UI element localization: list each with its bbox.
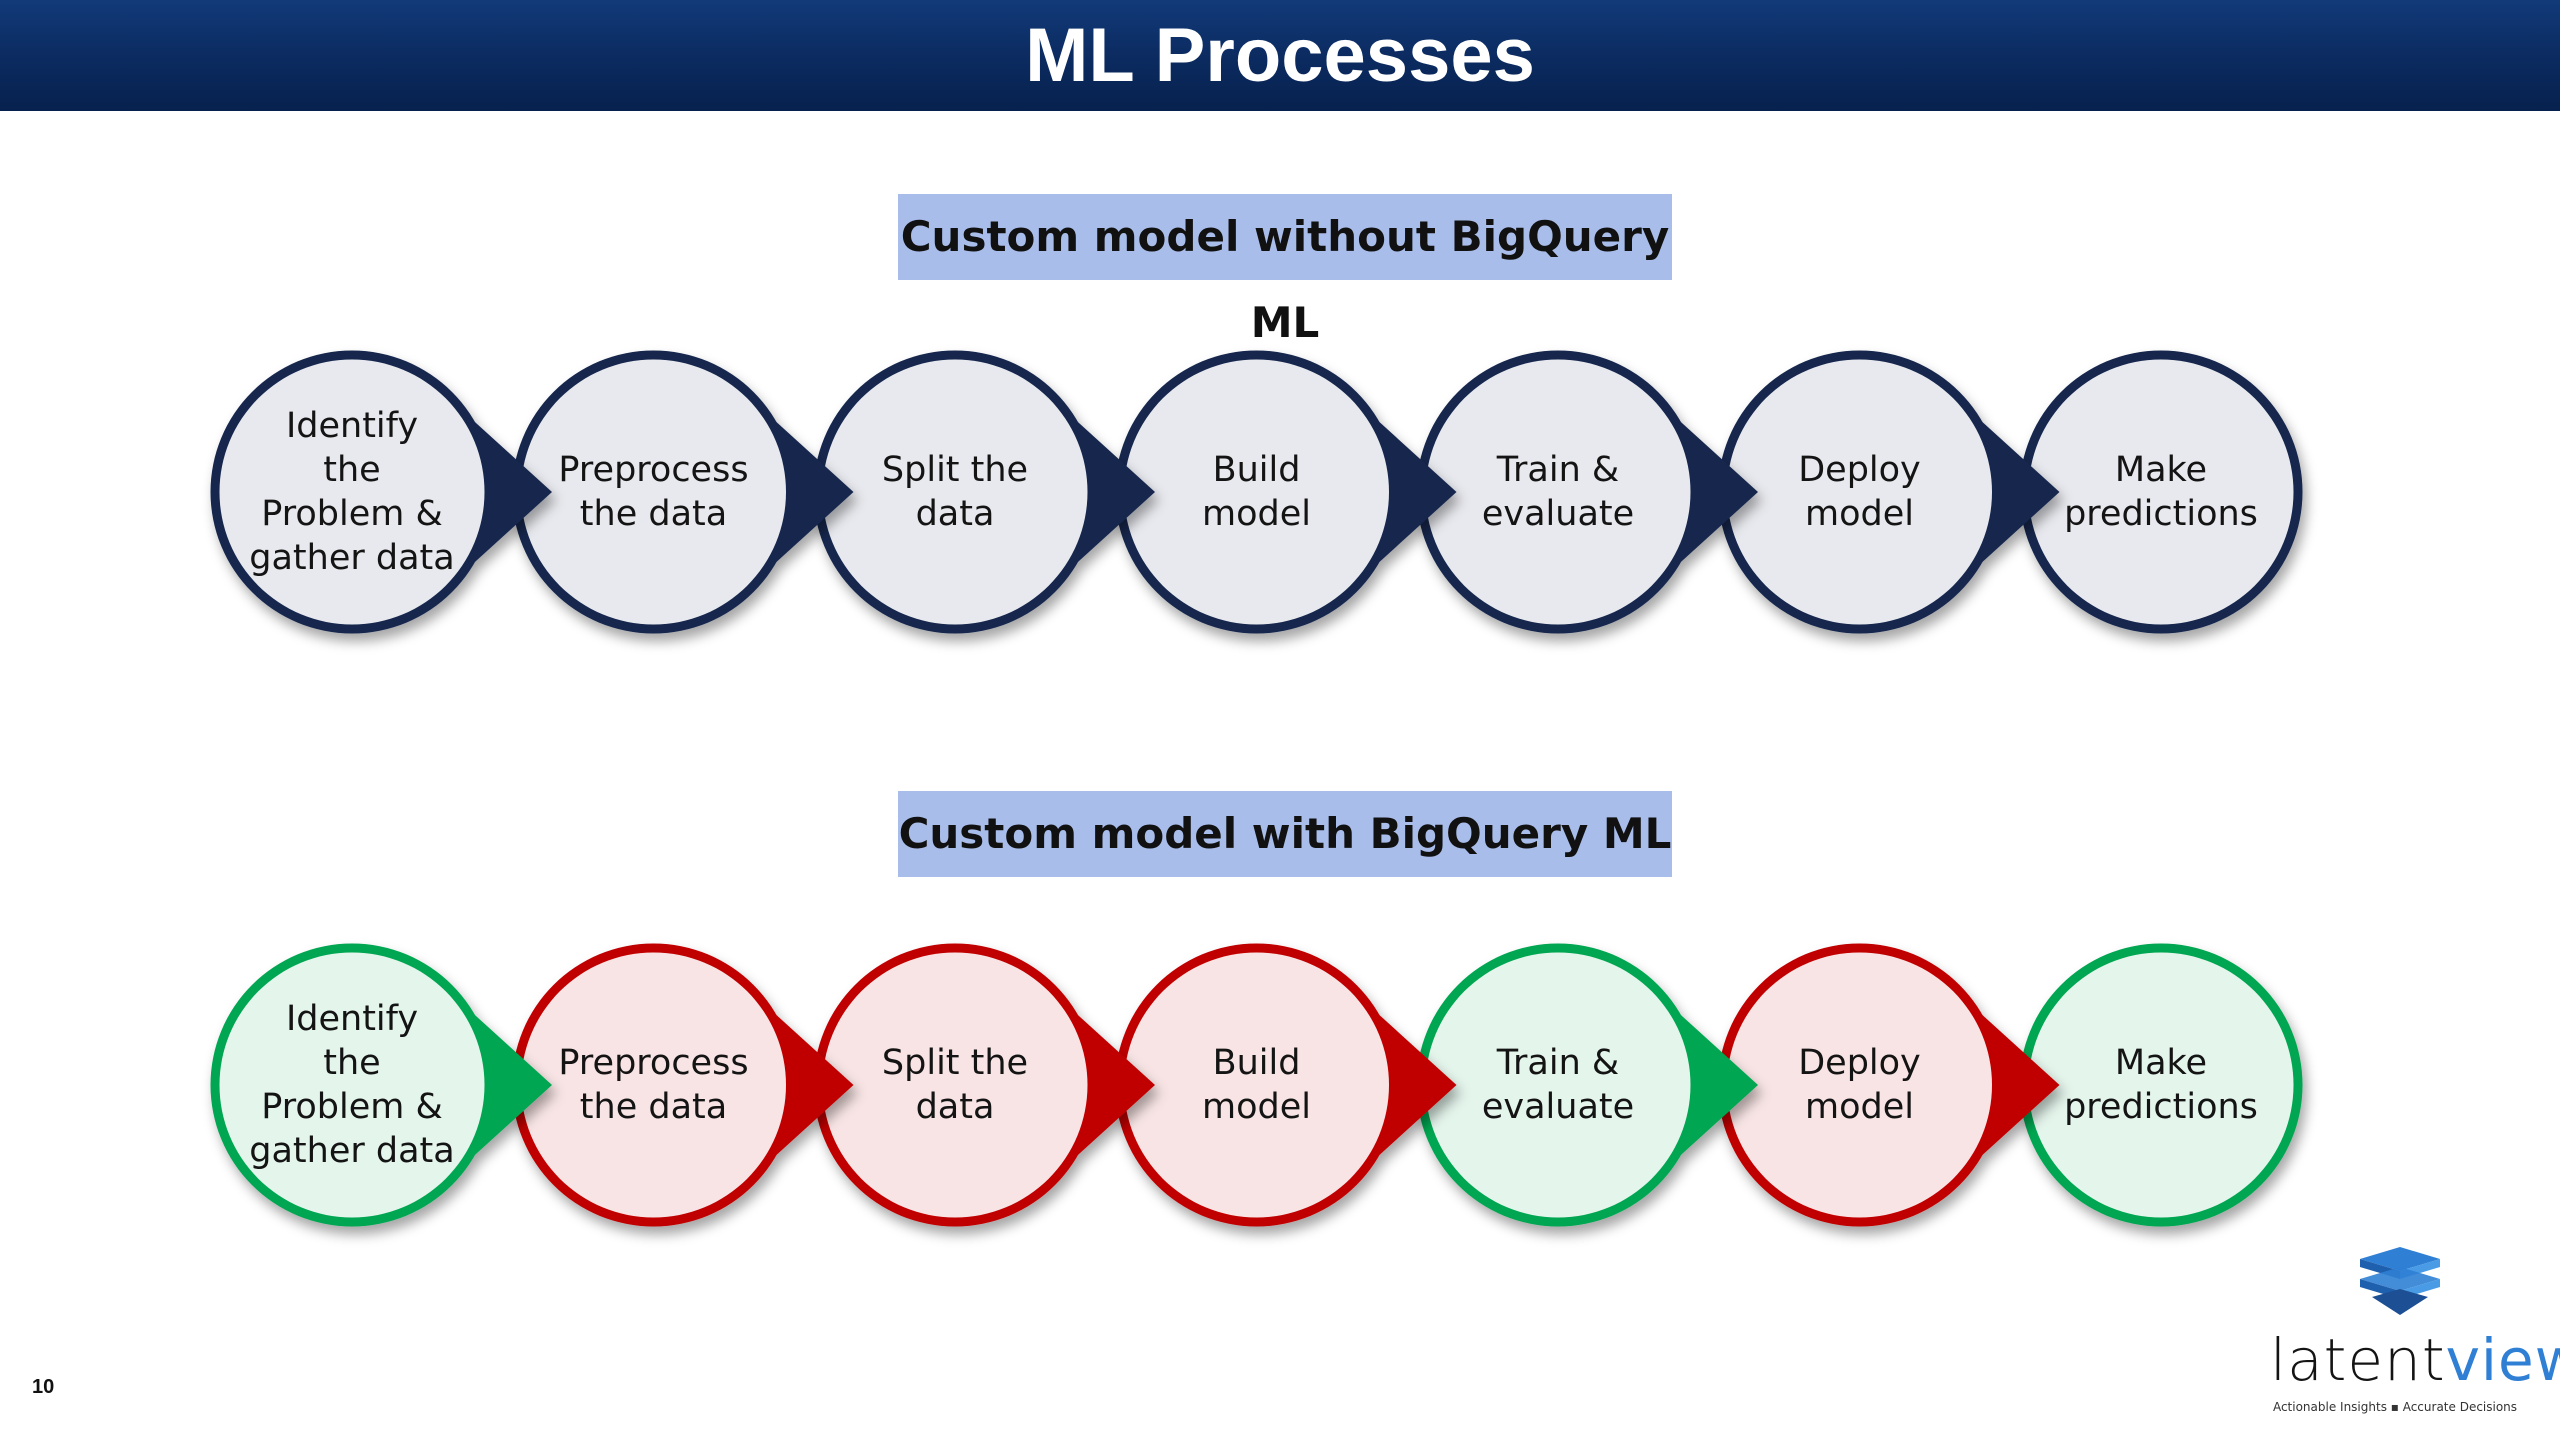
step-label-line: Preprocess bbox=[558, 1043, 749, 1083]
step-circle bbox=[1425, 359, 1691, 625]
step-label-line: Make bbox=[2114, 1043, 2208, 1083]
title-bar bbox=[0, 0, 2560, 111]
step-label-line: Train & bbox=[1496, 450, 1620, 490]
step-circle bbox=[1124, 359, 1389, 625]
slide-title: ML Processes bbox=[1025, 13, 1535, 98]
step-label-line: predictions bbox=[2064, 494, 2258, 534]
step-label-line: Problem & bbox=[261, 494, 443, 534]
step-circle bbox=[2028, 952, 2294, 1218]
step-label-line: Problem & bbox=[261, 1087, 443, 1127]
step-label-line: Split the bbox=[881, 1043, 1029, 1083]
step-circle bbox=[1425, 952, 1691, 1218]
step-label-line: Split the bbox=[881, 450, 1029, 490]
step-label-line: Preprocess bbox=[558, 450, 749, 490]
step-node bbox=[512, 350, 854, 634]
step-label-line: evaluate bbox=[1481, 494, 1635, 534]
step-label-line: Make bbox=[2114, 450, 2208, 490]
step-label-line: the bbox=[323, 1043, 381, 1083]
step-label: Train &evaluate bbox=[1443, 1041, 1673, 1129]
section-label-without-bqml: Custom model without BigQuery ML bbox=[898, 194, 1672, 347]
step-label-line: Build bbox=[1212, 450, 1301, 490]
logo-wordmark: latentview bbox=[2270, 1326, 2560, 1394]
step-label-line: predictions bbox=[2064, 1087, 2258, 1127]
step-label-line: model bbox=[1202, 494, 1311, 534]
latentview-logo: latentview Actionable Insights ▪ Accurat… bbox=[2270, 1245, 2560, 1425]
latentview-logo-icon bbox=[2360, 1247, 2440, 1315]
step-label-line: Deploy bbox=[1798, 450, 1921, 490]
step-circle bbox=[1124, 952, 1389, 1218]
step-label-line: evaluate bbox=[1481, 1087, 1635, 1127]
step-node bbox=[1115, 943, 1457, 1227]
step-label: Train &evaluate bbox=[1443, 448, 1673, 536]
step-node bbox=[1115, 350, 1457, 634]
step-label-line: Train & bbox=[1496, 1043, 1620, 1083]
step-circle bbox=[822, 359, 1088, 625]
flow-row-with-bqml bbox=[210, 943, 2303, 1227]
step-circle bbox=[219, 359, 485, 625]
step-label-line: the bbox=[323, 450, 381, 490]
step-label-line: the data bbox=[579, 494, 728, 534]
step-label-line: data bbox=[915, 1087, 995, 1127]
step-label-line: Build bbox=[1212, 1043, 1301, 1083]
step-node bbox=[2019, 350, 2303, 634]
section-label-with-bqml: Custom model with BigQuery ML bbox=[898, 791, 1672, 877]
step-label-line: Identify bbox=[285, 999, 419, 1039]
step-label-line: the data bbox=[579, 1087, 728, 1127]
step-label-line: gather data bbox=[249, 1131, 455, 1171]
step-label-line: gather data bbox=[249, 538, 455, 578]
logo-tagline: Actionable Insights ▪ Accurate Decisions bbox=[2272, 1400, 2518, 1414]
step-node bbox=[512, 943, 854, 1227]
step-label-line: model bbox=[1202, 1087, 1311, 1127]
step-node bbox=[1718, 943, 2060, 1227]
step-node bbox=[1416, 350, 1758, 634]
step-node bbox=[1416, 943, 1758, 1227]
step-label-line: model bbox=[1805, 494, 1914, 534]
step-node bbox=[2019, 943, 2303, 1227]
step-circle bbox=[1727, 952, 1992, 1218]
step-circle bbox=[2028, 359, 2294, 625]
step-node bbox=[1718, 350, 2060, 634]
step-circle bbox=[822, 952, 1088, 1218]
page-number: 10 bbox=[32, 1376, 55, 1398]
step-label-line: Deploy bbox=[1798, 1043, 1921, 1083]
step-circle bbox=[1727, 359, 1992, 625]
step-node bbox=[813, 943, 1155, 1227]
step-label-line: data bbox=[915, 494, 995, 534]
step-node bbox=[210, 943, 552, 1227]
step-node bbox=[210, 350, 552, 634]
step-label-line: Identify bbox=[285, 406, 419, 446]
flow-row-without-bqml bbox=[210, 350, 2303, 634]
step-label-line: model bbox=[1805, 1087, 1914, 1127]
step-circle bbox=[219, 952, 485, 1218]
step-circle bbox=[521, 359, 786, 625]
step-node bbox=[813, 350, 1155, 634]
step-circle bbox=[521, 952, 786, 1218]
